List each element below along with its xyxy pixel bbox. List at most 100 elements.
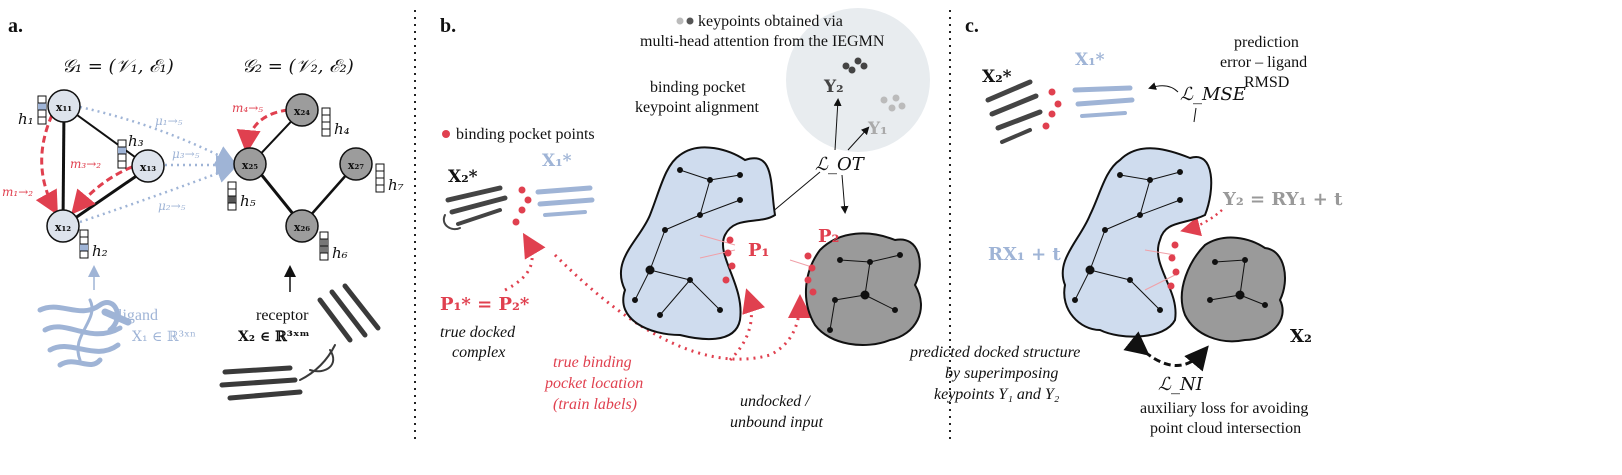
LMSE-tick: [1193, 107, 1197, 123]
alignment-line1: binding pocket: [650, 79, 746, 96]
transform-label: Y₂ = RY₁ + t: [1222, 189, 1343, 210]
predicted-line3: keypoints Y₁ and Y₂: [934, 386, 1060, 403]
undocked-line1: undocked /: [740, 393, 811, 410]
predicted-complex-protein: [985, 79, 1135, 144]
node-x11: x₁₁: [47, 89, 81, 123]
node-x27: x₂₇: [339, 147, 373, 181]
true-binding-line1: true binding: [553, 354, 632, 371]
graph1-title: 𝒢₁ = (𝒱₁, ℰ₁): [62, 56, 174, 77]
attention-2-5: [79, 163, 237, 224]
ligand-protein: [37, 298, 132, 368]
message-1-2: [35, 114, 58, 216]
c-X1star-label: X₁*: [1075, 50, 1105, 70]
pocket-legend-text: binding pocket points: [456, 126, 595, 143]
node-x13-label: x₁₃: [140, 161, 156, 174]
m-1-2: m₁→₂: [2, 185, 33, 199]
true-docked-line1: true docked: [440, 324, 516, 341]
aux-line2: point cloud intersection: [1150, 420, 1301, 437]
receptor-point-cloud-b: [804, 232, 922, 346]
m-4-5: m₄→₅: [232, 101, 263, 115]
true-binding-line2: pocket location: [544, 375, 643, 392]
ligand-math: X₁ ∈ ℝ³ˣⁿ: [132, 329, 196, 345]
m-3-2: m₃→₂: [70, 157, 101, 171]
undocked-line2: unbound input: [730, 414, 823, 431]
predicted-line1: predicted docked structure: [909, 344, 1080, 361]
edge-11-12: [61, 106, 66, 226]
h1-label: h₁: [18, 110, 34, 128]
LOT-label: ℒ_OT: [815, 154, 866, 175]
receptor-label: receptor: [256, 307, 309, 324]
LNI-arrow: [1123, 331, 1209, 372]
true-pocket-arrow-P1: [728, 288, 766, 362]
ligand-point-cloud-c: [1061, 147, 1213, 338]
pocket-points-P2: [789, 252, 817, 296]
LOT-arrow-Y1: [847, 126, 870, 151]
feature-h6: h₆: [319, 231, 348, 262]
feature-h3: h₃: [117, 132, 144, 169]
node-x25-label: x₂₅: [242, 159, 258, 172]
P1-label: P₁: [748, 240, 769, 261]
graph2-title: 𝒢₂ = (𝒱₂, ℰ₂): [242, 56, 354, 77]
Y1-label: Y₁: [867, 119, 888, 139]
X1star-label: X₁*: [542, 151, 572, 171]
true-binding-line3: (train labels): [553, 396, 637, 413]
mu-2-5: μ₂→₅: [158, 199, 186, 213]
true-pocket-arrow-up: [504, 232, 546, 292]
node-x24: x₂₄: [285, 93, 319, 127]
panel-b-label: b.: [440, 15, 456, 37]
node-x27-label: x₂₇: [348, 159, 364, 172]
h3-label: h₃: [128, 132, 144, 150]
receptor-math: X₂ ∈ ℝ³ˣᵐ: [238, 329, 310, 345]
P2-label: P₂: [818, 226, 839, 247]
prediction-line1: prediction: [1234, 34, 1299, 51]
X2star-label: X₂*: [448, 167, 478, 187]
prediction-line3: RMSD: [1244, 74, 1289, 91]
true-docked-protein: [442, 185, 595, 231]
LNI-label: ℒ_NI: [1158, 374, 1204, 395]
node-x11-label: x₁₁: [56, 101, 72, 114]
mu-1-5: μ₁→₅: [155, 114, 183, 128]
ligand-point-cloud-b: [619, 146, 777, 341]
node-x26-label: x₂₆: [294, 221, 310, 234]
feature-h1: h₁: [18, 95, 47, 128]
Y1-keypoints: [880, 94, 906, 112]
node-x13: x₁₃: [131, 149, 165, 183]
Pstar-label: P₁* = P₂*: [440, 294, 530, 315]
pocket-legend-dot: [442, 130, 450, 138]
ligand-label: ligand: [118, 307, 158, 324]
node-x26: x₂₆: [285, 209, 319, 243]
feature-h2: h₂: [79, 229, 108, 260]
RX1t-label: RX₁ + t: [988, 244, 1061, 265]
predicted-line2: by superimposing: [945, 365, 1058, 382]
attention-1-5: [79, 105, 237, 165]
LMSE-label: ℒ_MSE: [1180, 84, 1246, 105]
feature-h5: h₅: [227, 181, 256, 211]
alignment-line2: keypoint alignment: [635, 99, 760, 116]
node-x24-label: x₂₄: [294, 105, 310, 118]
h5-label: h₅: [240, 192, 256, 210]
h6-label: h₆: [332, 244, 348, 262]
node-x12-label: x₁₂: [55, 221, 71, 234]
h4-label: h₄: [334, 120, 350, 138]
receptor-protein: [219, 283, 381, 401]
receptor-point-cloud-c: [1180, 236, 1286, 343]
ligand-mesh-c: [1072, 169, 1183, 313]
message-3-2: [71, 165, 133, 215]
keypoint-legend-line2: multi-head attention from the IEGMN: [640, 33, 885, 50]
ligand-mesh-b: [632, 167, 743, 318]
true-docked-line2: complex: [452, 344, 505, 361]
pocket-points-P1: [699, 234, 736, 284]
node-x25: x₂₅: [233, 147, 267, 181]
feature-h7: h₇: [375, 163, 404, 194]
h7-label: h₇: [388, 176, 404, 194]
c-X2star-label: X₂*: [982, 67, 1012, 87]
LOT-arrow-up: [833, 98, 842, 151]
mu-3-5: μ₃→₅: [172, 147, 200, 161]
LMSE-arrow: [1148, 82, 1179, 93]
keypoint-legend: keypoints obtained via multi-head attent…: [640, 13, 885, 50]
node-x12: x₁₂: [46, 209, 80, 243]
panel-c-label: c.: [965, 15, 979, 37]
keypoint-legend-line1: keypoints obtained via: [698, 13, 843, 30]
LOT-arrow-P2: [840, 174, 849, 214]
